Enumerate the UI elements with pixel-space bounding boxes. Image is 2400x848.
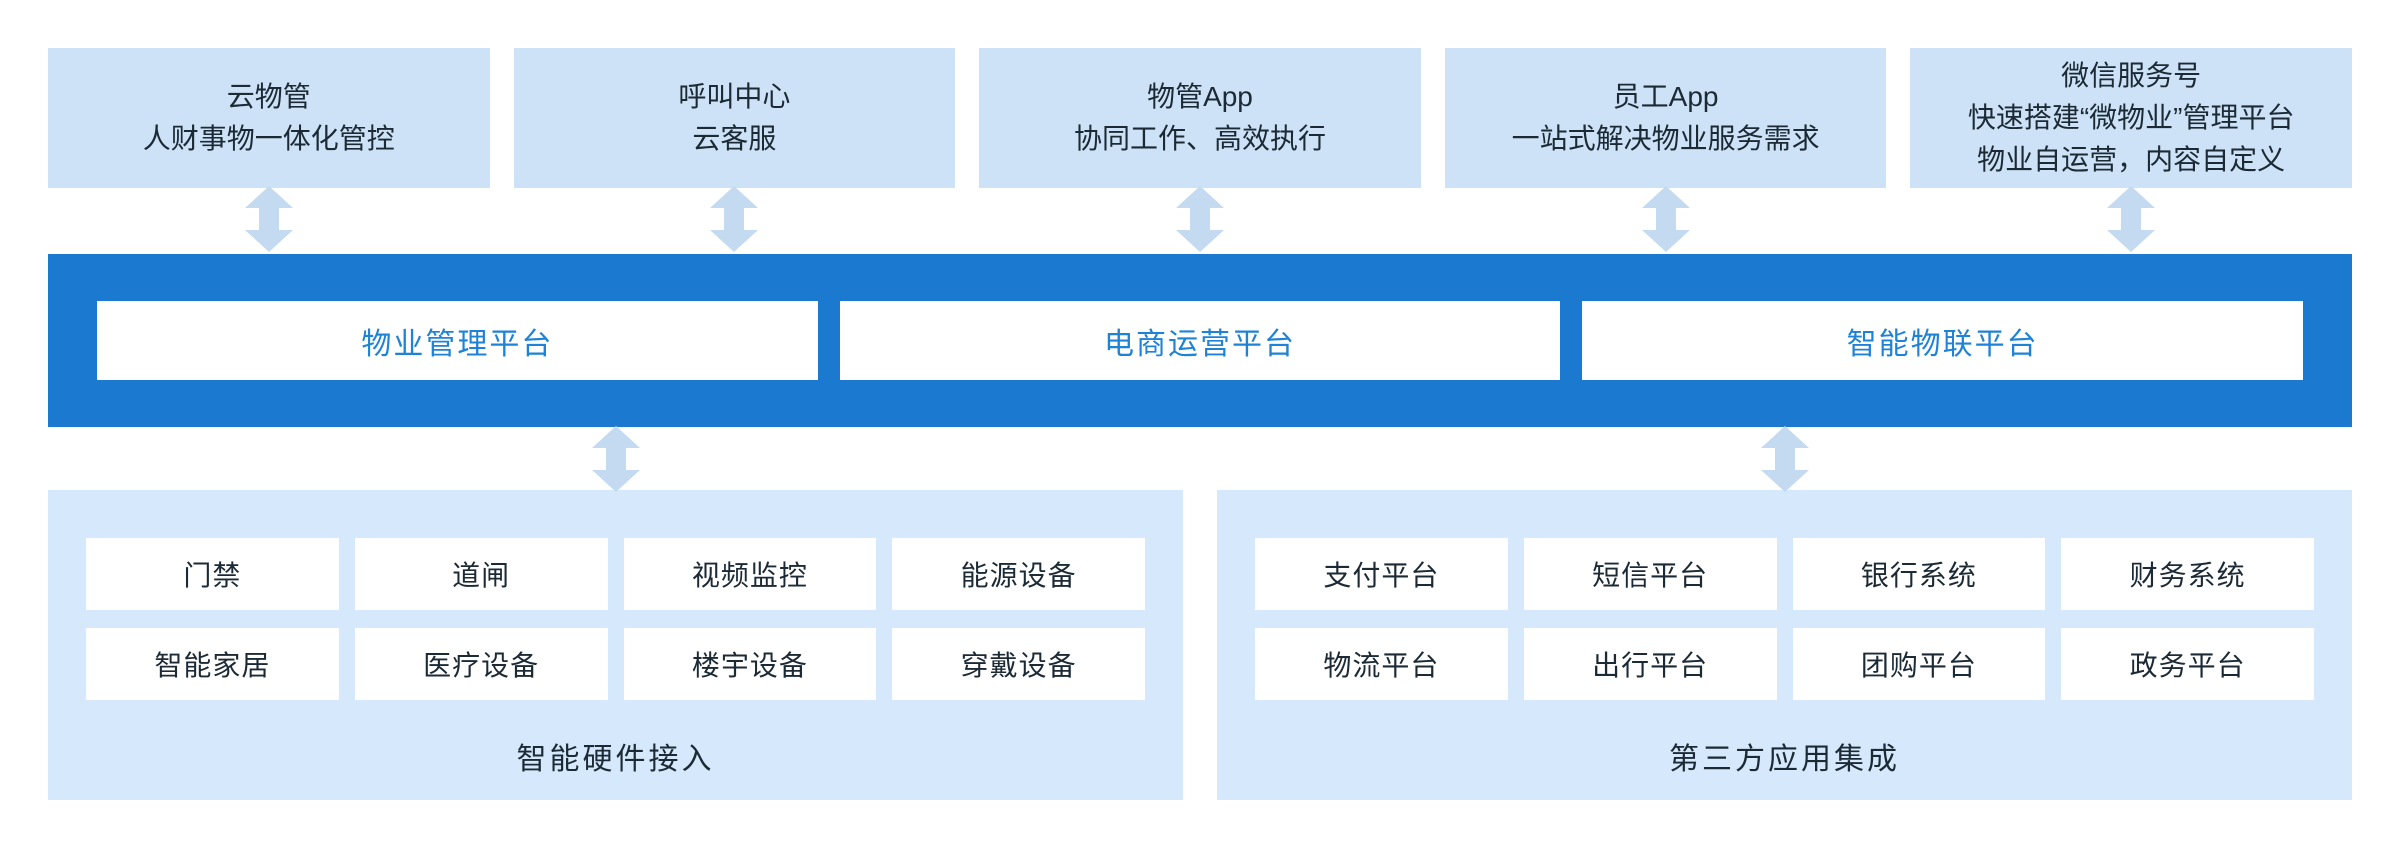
platform-bar: 物业管理平台 电商运营平台 智能物联平台 xyxy=(48,254,2352,427)
app-box-cloud-property: 云物管 人财事物一体化管控 xyxy=(48,48,490,188)
hardware-item: 能源设备 xyxy=(892,538,1145,610)
hardware-item: 视频监控 xyxy=(623,538,877,610)
platform-label: 智能物联平台 xyxy=(1846,327,2039,361)
top-app-row: 云物管 人财事物一体化管控 呼叫中心 云客服 物管App 协同工作、高效执行 员… xyxy=(48,48,2352,188)
thirdparty-item: 物流平台 xyxy=(1255,628,1508,700)
double-arrow-icon xyxy=(1445,185,1887,253)
panel-third-party: 支付平台 短信平台 银行系统 财务系统 物流平台 出行平台 团购平台 政务平台 … xyxy=(1217,490,2352,800)
hardware-item: 道闸 xyxy=(354,538,608,610)
app-box-title: 员工App xyxy=(1612,81,1719,112)
double-arrow-icon xyxy=(1217,425,2352,493)
double-arrow-icon xyxy=(979,185,1421,253)
double-arrow-icon xyxy=(48,185,490,253)
app-box-subtitle: 一站式解决物业服务需求 xyxy=(1511,123,1820,154)
hardware-item: 门禁 xyxy=(86,538,339,610)
hardware-grid: 门禁 道闸 视频监控 能源设备 智能家居 医疗设备 楼宇设备 穿戴设备 xyxy=(86,538,1145,700)
app-box-call-center: 呼叫中心 云客服 xyxy=(513,48,956,188)
thirdparty-item: 出行平台 xyxy=(1523,628,1777,700)
platform-ecommerce-operation: 电商运营平台 xyxy=(839,301,1561,380)
double-arrow-icon xyxy=(48,425,1183,493)
thirdparty-item: 银行系统 xyxy=(1792,538,2046,610)
top-arrow-row xyxy=(48,185,2352,253)
app-box-subtitle-2: 物业自运营，内容自定义 xyxy=(1977,144,2286,175)
platform-label: 物业管理平台 xyxy=(361,327,554,361)
platform-property-management: 物业管理平台 xyxy=(97,301,818,380)
app-box-subtitle: 人财事物一体化管控 xyxy=(142,123,395,154)
app-box-title: 呼叫中心 xyxy=(678,81,791,112)
app-box-property-app: 物管App 协同工作、高效执行 xyxy=(979,48,1421,188)
double-arrow-icon xyxy=(1910,185,2352,253)
app-box-title: 云物管 xyxy=(226,81,311,112)
double-arrow-icon xyxy=(514,185,956,253)
panel-title-smart-hardware: 智能硬件接入 xyxy=(516,743,715,776)
app-box-title: 物管App xyxy=(1147,81,1253,112)
thirdparty-item: 团购平台 xyxy=(1792,628,2046,700)
platform-smart-iot: 智能物联平台 xyxy=(1582,301,2304,380)
app-box-subtitle: 云客服 xyxy=(692,123,777,154)
thirdparty-item: 财务系统 xyxy=(2061,538,2314,610)
hardware-item: 穿戴设备 xyxy=(892,628,1145,700)
thirdparty-item: 支付平台 xyxy=(1255,538,1508,610)
thirdparty-item: 政务平台 xyxy=(2061,628,2314,700)
app-box-title: 微信服务号 xyxy=(2061,60,2202,91)
thirdparty-grid: 支付平台 短信平台 银行系统 财务系统 物流平台 出行平台 团购平台 政务平台 xyxy=(1255,538,2314,700)
app-box-staff-app: 员工App 一站式解决物业服务需求 xyxy=(1444,48,1887,188)
thirdparty-item: 短信平台 xyxy=(1523,538,1777,610)
hardware-item: 楼宇设备 xyxy=(623,628,877,700)
bottom-panel-row: 门禁 道闸 视频监控 能源设备 智能家居 医疗设备 楼宇设备 穿戴设备 智能硬件… xyxy=(48,490,2352,800)
app-box-subtitle: 协同工作、高效执行 xyxy=(1073,123,1326,154)
platform-label: 电商运营平台 xyxy=(1104,327,1296,361)
mid-arrow-row xyxy=(48,425,2352,493)
hardware-item: 智能家居 xyxy=(86,628,339,700)
panel-title-third-party: 第三方应用集成 xyxy=(1669,743,1900,776)
app-box-wechat-service: 微信服务号 快速搭建“微物业”管理平台 物业自运营，内容自定义 xyxy=(1910,48,2352,188)
panel-smart-hardware: 门禁 道闸 视频监控 能源设备 智能家居 医疗设备 楼宇设备 穿戴设备 智能硬件… xyxy=(48,490,1183,800)
hardware-item: 医疗设备 xyxy=(354,628,608,700)
app-box-subtitle: 快速搭建“微物业”管理平台 xyxy=(1967,102,2295,133)
